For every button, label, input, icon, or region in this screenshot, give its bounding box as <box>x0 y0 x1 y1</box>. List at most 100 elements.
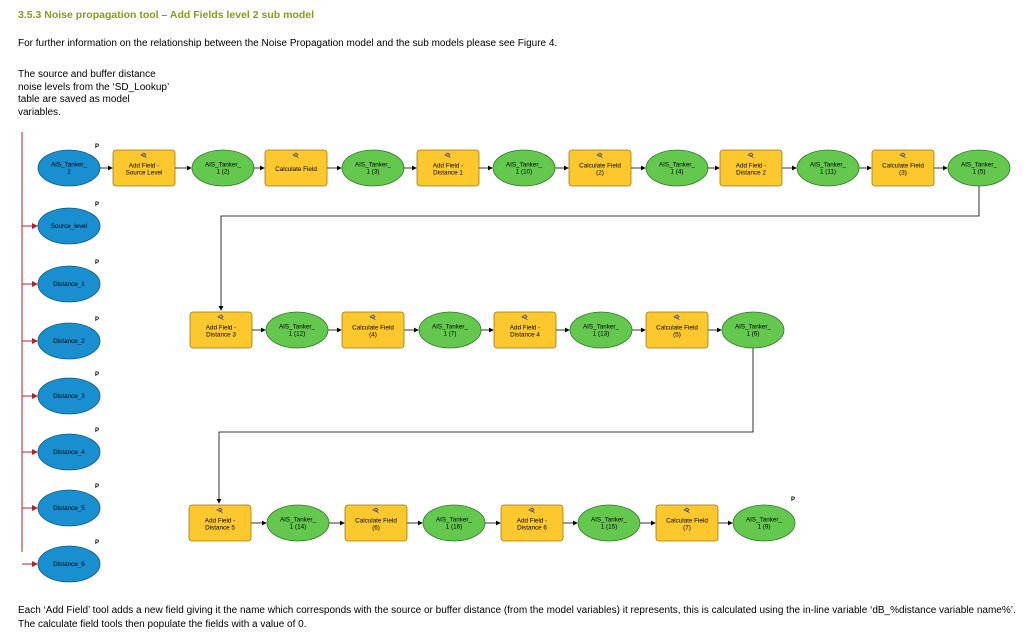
output-ellipse[interactable] <box>266 504 330 542</box>
model-variable[interactable] <box>37 265 101 303</box>
output-ellipse[interactable] <box>721 311 785 349</box>
output-label: AIS_Tanker_1 (4) <box>659 161 696 175</box>
output-ellipse[interactable] <box>796 149 860 187</box>
tool-label: Add Field -Distance 2 <box>736 162 767 176</box>
tool-box[interactable] <box>344 504 408 542</box>
hammer-icon <box>899 152 906 159</box>
output-ellipse[interactable] <box>569 311 633 349</box>
model-variable[interactable] <box>37 149 101 187</box>
output-ellipse[interactable] <box>191 149 255 187</box>
model-variable[interactable] <box>37 545 101 583</box>
row-wrap-connector <box>218 186 980 311</box>
hammer-icon <box>673 314 680 321</box>
output-label: AIS_Tanker_1 (14) <box>280 516 317 530</box>
variable-label: Source_level <box>51 223 87 230</box>
output-label: AIS_Tanker_1 (10) <box>506 161 543 175</box>
variable-label: Distance_3 <box>53 393 85 400</box>
tool-box[interactable] <box>500 504 564 542</box>
tool-label: Calculate Field(5) <box>656 324 698 338</box>
tool-box[interactable] <box>189 311 253 349</box>
hammer-icon <box>292 152 299 159</box>
tool-box[interactable] <box>645 311 709 349</box>
model-variable[interactable] <box>37 433 101 471</box>
tool-label: Calculate Field(7) <box>666 517 708 531</box>
output-ellipse[interactable] <box>422 504 486 542</box>
output-label: AIS_Tanker_1 (9) <box>746 516 783 530</box>
tool-box[interactable] <box>416 149 480 187</box>
output-ellipse[interactable] <box>947 149 1011 187</box>
model-variable[interactable] <box>37 377 101 415</box>
tool-label: Add Field -Distance 3 <box>206 324 237 338</box>
hammer-icon <box>596 152 603 159</box>
parameter-marker: P <box>95 540 99 546</box>
output-label: AIS_Tanker_1 (3) <box>355 161 392 175</box>
tool-label: Calculate Field(4) <box>352 324 394 338</box>
hammer-icon <box>683 507 690 514</box>
output-label: AIS_Tanker_1 (2) <box>205 161 242 175</box>
parameter-marker: P <box>95 202 99 208</box>
model-variable[interactable] <box>37 322 101 360</box>
tool-label: Add Field -Distance 5 <box>205 517 236 531</box>
model-variable[interactable] <box>37 207 101 245</box>
output-ellipse[interactable] <box>577 504 641 542</box>
tool-box[interactable] <box>341 311 405 349</box>
tool-box[interactable] <box>188 504 252 542</box>
parameter-marker: P <box>791 497 795 503</box>
hammer-icon <box>217 314 224 321</box>
variable-label: Distance_1 <box>53 281 85 288</box>
tool-box[interactable] <box>568 149 632 187</box>
output-label: AIS_Tanker_1 (13) <box>583 323 620 337</box>
hammer-icon <box>369 314 376 321</box>
output-label: AIS_Tanker_1 (16) <box>436 516 473 530</box>
tool-box[interactable] <box>719 149 783 187</box>
section-heading: 3.5.3 Noise propagation tool – Add Field… <box>18 9 315 21</box>
output-ellipse[interactable] <box>645 149 709 187</box>
tool-label: Add Field -Distance 6 <box>517 517 548 531</box>
hammer-icon <box>521 314 528 321</box>
output-label: AIS_Tanker_1 (6) <box>735 323 772 337</box>
tool-box[interactable] <box>112 149 176 187</box>
parameter-marker: P <box>95 144 99 150</box>
parameter-marker: P <box>95 484 99 490</box>
parameter-marker: P <box>95 428 99 434</box>
tool-label: Add Field -Distance 1 <box>433 162 464 176</box>
tool-box[interactable] <box>264 149 328 187</box>
hammer-icon <box>528 507 535 514</box>
output-ellipse[interactable] <box>341 149 405 187</box>
footer-paragraph: Each ‘Add Field’ tool adds a new field g… <box>18 605 1016 630</box>
hammer-icon <box>216 507 223 514</box>
parameter-marker: P <box>95 372 99 378</box>
output-ellipse[interactable] <box>492 149 556 187</box>
hammer-icon <box>444 152 451 159</box>
hammer-icon <box>372 507 379 514</box>
output-label: AIS_Tanker_1 (11) <box>810 161 847 175</box>
hammer-icon <box>140 152 147 159</box>
variable-label: Distance_2 <box>53 338 85 345</box>
tool-label: Add Field -Source Level <box>126 162 163 176</box>
output-label: AIS_Tanker_1 (12) <box>279 323 316 337</box>
tool-label: Calculate Field(6) <box>355 517 397 531</box>
hammer-icon <box>747 152 754 159</box>
tool-box[interactable] <box>871 149 935 187</box>
tool-label: Calculate Field(2) <box>579 162 621 176</box>
intro-paragraph: For further information on the relations… <box>18 38 558 49</box>
tool-label: Calculate Field(3) <box>882 162 924 176</box>
variable-label: Distance_6 <box>53 561 85 568</box>
tool-box[interactable] <box>493 311 557 349</box>
parameter-marker: P <box>95 317 99 323</box>
output-label: AIS_Tanker_1 (5) <box>961 161 998 175</box>
output-label: AIS_Tanker_1 (7) <box>432 323 469 337</box>
tool-label: Calculate Field <box>275 166 317 173</box>
variable-label: Distance_4 <box>53 449 85 456</box>
row-wrap-connector <box>216 348 754 504</box>
tool-box[interactable] <box>655 504 719 542</box>
output-ellipse[interactable] <box>265 311 329 349</box>
model-diagram: AIS_Tanker_1PSource_levelPDistance_1PDis… <box>21 132 1011 583</box>
variables-note: The source and buffer distance noise lev… <box>18 69 170 118</box>
output-label: AIS_Tanker_1 (15) <box>591 516 628 530</box>
variable-label: Distance_5 <box>53 505 85 512</box>
output-ellipse[interactable] <box>418 311 482 349</box>
parameter-marker: P <box>95 260 99 266</box>
output-ellipse[interactable] <box>732 504 796 542</box>
model-variable[interactable] <box>37 489 101 527</box>
